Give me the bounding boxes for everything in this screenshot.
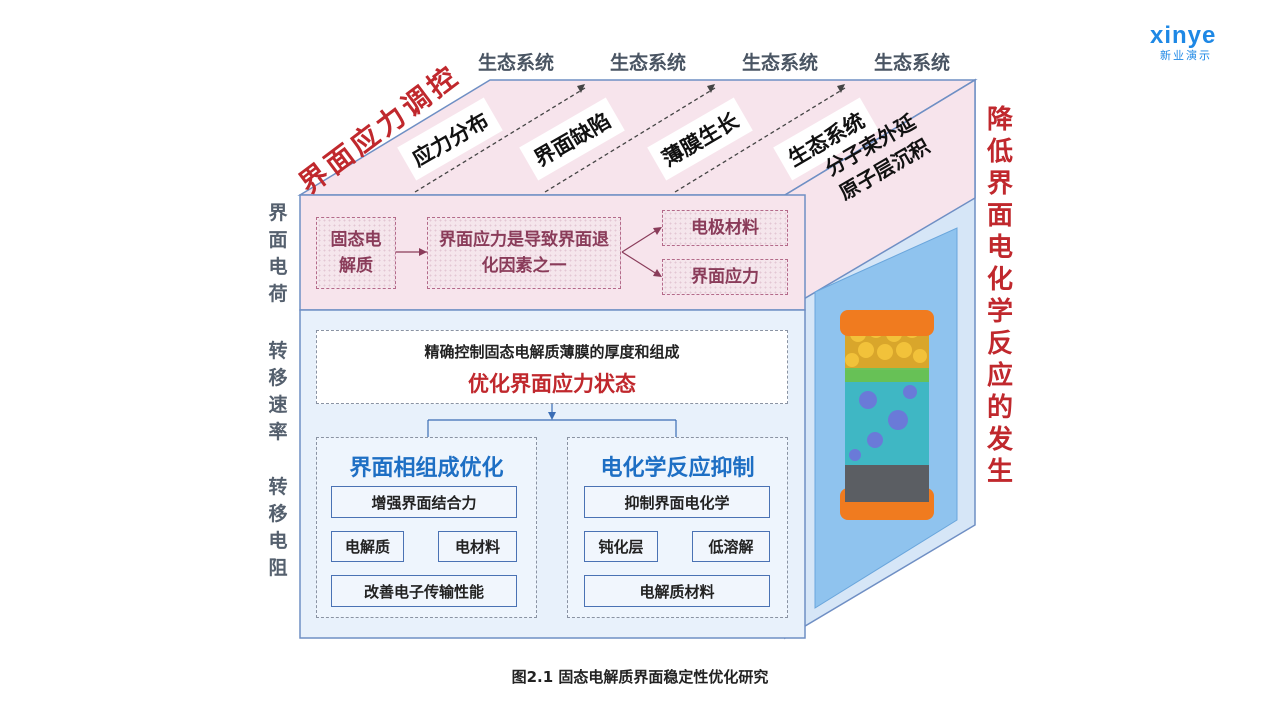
- ecosystem-label-4: 生态系统: [874, 52, 951, 74]
- box-electrode-material: 电极材料: [662, 210, 788, 246]
- box-suppress-electrochem: 抑制界面电化学: [584, 486, 770, 518]
- box-improve-transport: 改善电子传输性能: [331, 575, 517, 607]
- lower-header-line2: 优化界面应力状态: [468, 372, 636, 396]
- left-label-transfer-resistance: 转移电阻: [268, 476, 288, 579]
- box-electrolyte-material: 电解质材料: [584, 575, 770, 607]
- ecosystem-label-3: 生态系统: [742, 52, 819, 74]
- figure-caption: 图2.1 固态电解质界面稳定性优化研究: [511, 668, 769, 686]
- reduce-reaction-title: 降低界面电化学反应的发生: [986, 105, 1013, 487]
- top-arrow-1: [414, 87, 586, 193]
- ecosystem-label-1: 生态系统: [478, 52, 555, 74]
- ecosystem-label-2: 生态系统: [610, 52, 687, 74]
- brand-logo-subtitle: 新业演示: [1160, 49, 1212, 62]
- left-label-interface-charge: 界面电荷: [268, 202, 288, 305]
- left-label-transfer-rate: 转移速率: [268, 340, 288, 443]
- box-passivation-layer: 钝化层: [584, 531, 658, 562]
- box-interface-stress: 界面应力: [662, 259, 788, 295]
- battery-gray-layer: [845, 462, 929, 502]
- lower-header-line1: 精确控制固态电解质薄膜的厚度和组成: [424, 343, 680, 361]
- battery-top-cap: [840, 310, 934, 336]
- top-arrow-2: [544, 87, 716, 193]
- panel-reaction-suppression-title: 电化学反应抑制: [600, 456, 755, 481]
- box-stress-cause: 界面应力是导致界面退化因素之一: [427, 217, 621, 289]
- battery-electrolyte-layer: [845, 370, 929, 465]
- box-low-dissolution: 低溶解: [692, 531, 770, 562]
- panel-phase-optimization-title: 界面相组成优化: [349, 456, 504, 481]
- box-solid-electrolyte: 固态电解质: [316, 217, 396, 289]
- box-electrode-mat: 电材料: [438, 531, 517, 562]
- box-enhance-bonding: 增强界面结合力: [331, 486, 517, 518]
- brand-logo-text: xinye: [1150, 22, 1217, 49]
- lower-header-box: 精确控制固态电解质薄膜的厚度和组成 优化界面应力状态: [316, 330, 788, 404]
- box-electrolyte: 电解质: [331, 531, 404, 562]
- top-arrow-3: [674, 87, 846, 193]
